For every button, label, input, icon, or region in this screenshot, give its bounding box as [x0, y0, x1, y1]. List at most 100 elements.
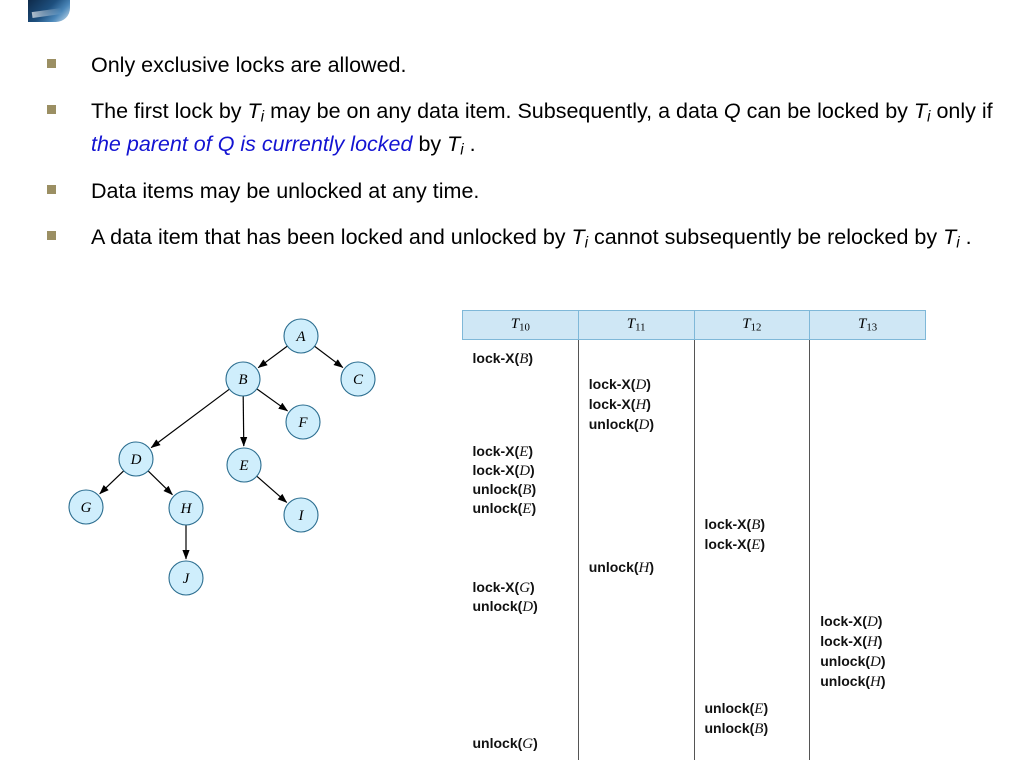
schedule-col-header-t13: T13: [810, 311, 926, 340]
schedule-operation: lock-X(B): [473, 350, 534, 368]
operation-close-paren: ): [530, 462, 535, 478]
operation-close-paren: ): [533, 735, 538, 751]
node-label: E: [238, 458, 248, 474]
operation-close-paren: ): [760, 516, 765, 532]
bullet-item: The first lock by Ti may be on any data …: [47, 96, 1007, 163]
transaction-symbol: T: [572, 225, 585, 249]
schedule-cell-1: lock-X(D)lock-X(H)unlock(D)unlock(H): [578, 340, 694, 760]
transaction-symbol: T: [248, 99, 261, 123]
node-label: C: [353, 372, 364, 388]
tree-edge-D-H: [148, 471, 172, 495]
node-label: B: [238, 372, 247, 388]
operation-arg: D: [870, 654, 881, 670]
tree-edge-B-D: [151, 389, 229, 447]
node-label: D: [130, 452, 142, 468]
schedule-operation: lock-X(D): [589, 376, 651, 394]
col-header-symbol: T: [511, 316, 519, 332]
col-header-subscript: 12: [751, 322, 762, 334]
operation-name: unlock(: [473, 481, 523, 497]
col-header-subscript: 11: [635, 322, 645, 334]
operation-name: lock-X(: [589, 376, 636, 392]
operation-arg: H: [867, 634, 878, 650]
tree-node-h: H: [169, 491, 203, 525]
bullet-square-icon: [47, 105, 56, 114]
schedule-operation: unlock(B): [705, 720, 769, 738]
transaction-symbol: Q: [724, 99, 741, 123]
tree-node-i: I: [284, 498, 318, 532]
node-label: A: [295, 329, 306, 345]
bullet-list: Only exclusive locks are allowed.The fir…: [47, 50, 1007, 270]
operation-name: unlock(: [473, 598, 523, 614]
operation-name: lock-X(: [589, 396, 636, 412]
operation-close-paren: ): [528, 443, 533, 459]
schedule-operation: lock-X(G): [473, 579, 535, 597]
tree-edge-D-G: [100, 471, 124, 494]
transaction-subscript: i: [927, 108, 930, 125]
operation-name: unlock(: [589, 416, 639, 432]
transaction-subscript: i: [956, 235, 959, 252]
bullet-square-icon: [47, 231, 56, 240]
tree-edge-B-F: [257, 389, 288, 411]
transaction-symbol: T: [914, 99, 927, 123]
operation-arg: D: [639, 417, 650, 433]
operation-arg: H: [870, 674, 881, 690]
operation-name: unlock(: [705, 720, 755, 736]
operation-arg: D: [635, 377, 646, 393]
schedule-operation: unlock(D): [473, 598, 538, 616]
operation-arg: D: [519, 463, 530, 479]
bullet-item: A data item that has been locked and unl…: [47, 222, 1007, 255]
schedule-cell-3: lock-X(D)lock-X(H)unlock(D)unlock(H): [810, 340, 926, 760]
node-label: I: [298, 508, 305, 524]
tree-node-a: A: [284, 319, 318, 353]
schedule-col-header-t12: T12: [694, 311, 810, 340]
bullet-item: Data items may be unlocked at any time.: [47, 176, 1007, 208]
operation-name: unlock(: [820, 653, 870, 669]
operation-arg: B: [751, 517, 760, 533]
schedule-body-row: lock-X(B)lock-X(E)lock-X(D)unlock(B)unlo…: [463, 340, 926, 760]
highlighted-phrase: the parent of Q is currently locked: [91, 132, 412, 156]
operation-arg: H: [639, 560, 650, 576]
schedule-operation: unlock(D): [589, 416, 654, 434]
operation-close-paren: ): [533, 598, 538, 614]
operation-name: lock-X(: [473, 443, 520, 459]
operation-name: lock-X(: [820, 613, 867, 629]
schedule-col-header-t11: T11: [578, 311, 694, 340]
operation-name: lock-X(: [473, 350, 520, 366]
schedule-operation: lock-X(D): [820, 613, 882, 631]
bullet-text: Data items may be unlocked at any time.: [91, 176, 479, 208]
operation-close-paren: ): [881, 673, 886, 689]
operation-close-paren: ): [763, 700, 768, 716]
tree-node-b: B: [226, 362, 260, 396]
operation-arg: G: [519, 580, 530, 596]
node-label: H: [180, 501, 193, 517]
operation-name: lock-X(: [473, 579, 520, 595]
schedule-operation: unlock(H): [820, 673, 885, 691]
schedule-cell-2: lock-X(B)lock-X(E)unlock(E)unlock(B): [694, 340, 810, 760]
schedule-operation: unlock(D): [820, 653, 885, 671]
transaction-symbol: T: [943, 225, 956, 249]
operation-name: unlock(: [705, 700, 755, 716]
operation-arg: D: [522, 599, 533, 615]
operation-arg: D: [867, 614, 878, 630]
wave-logo: [28, 0, 70, 22]
schedule-operation: unlock(E): [705, 700, 769, 718]
transaction-subscript: i: [460, 142, 463, 159]
operation-name: unlock(: [589, 559, 639, 575]
operation-close-paren: ): [763, 720, 768, 736]
transaction-subscript: i: [261, 108, 264, 125]
operation-name: lock-X(: [473, 462, 520, 478]
tree-node-e: E: [227, 448, 261, 482]
operation-name: unlock(: [820, 673, 870, 689]
schedule-cell-ops: lock-X(B)lock-X(E)lock-X(D)unlock(B)unlo…: [463, 340, 578, 760]
schedule-operation: unlock(E): [473, 500, 537, 518]
operation-close-paren: ): [531, 481, 536, 497]
col-header-subscript: 13: [866, 322, 877, 334]
schedule-operation: lock-X(B): [705, 516, 766, 534]
schedule-operation: lock-X(E): [473, 443, 534, 461]
schedule-cell-ops: lock-X(B)lock-X(E)unlock(E)unlock(B): [695, 340, 810, 760]
schedule-operation: lock-X(D): [473, 462, 535, 480]
operation-close-paren: ): [649, 416, 654, 432]
tree-node-c: C: [341, 362, 375, 396]
